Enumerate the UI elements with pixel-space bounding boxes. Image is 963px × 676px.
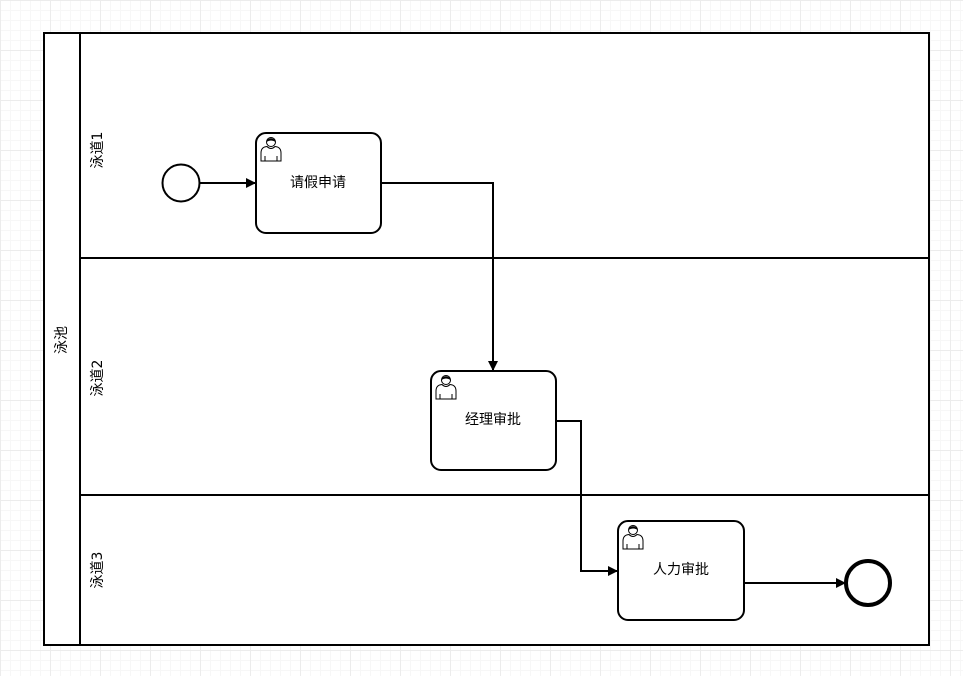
- pool-label: 泳池: [54, 326, 70, 354]
- user-icon: [435, 375, 457, 400]
- lane-2-label: 泳道2: [90, 360, 106, 397]
- end-event[interactable]: [844, 559, 892, 607]
- pool[interactable]: 泳池: [43, 32, 930, 646]
- task-leave-request[interactable]: 请假申请: [255, 132, 382, 234]
- user-icon: [260, 137, 282, 162]
- sequence-flow-manager-approval-to-hr-approval[interactable]: [556, 420, 618, 576]
- task-leave-request-label: 请假申请: [290, 175, 346, 191]
- lane-3-label: 泳道3: [90, 552, 106, 589]
- task-manager-approval-label: 经理审批: [465, 412, 521, 428]
- sequence-flow-leave-request-to-manager-approval[interactable]: [381, 182, 498, 371]
- task-hr-approval[interactable]: 人力审批: [617, 520, 745, 621]
- task-manager-approval[interactable]: 经理审批: [430, 370, 557, 471]
- task-hr-approval-label: 人力审批: [653, 562, 709, 578]
- user-icon: [622, 525, 644, 550]
- lane-1-label: 泳道1: [90, 132, 106, 169]
- lane-3[interactable]: 泳道3: [79, 494, 930, 646]
- start-event[interactable]: [161, 163, 201, 203]
